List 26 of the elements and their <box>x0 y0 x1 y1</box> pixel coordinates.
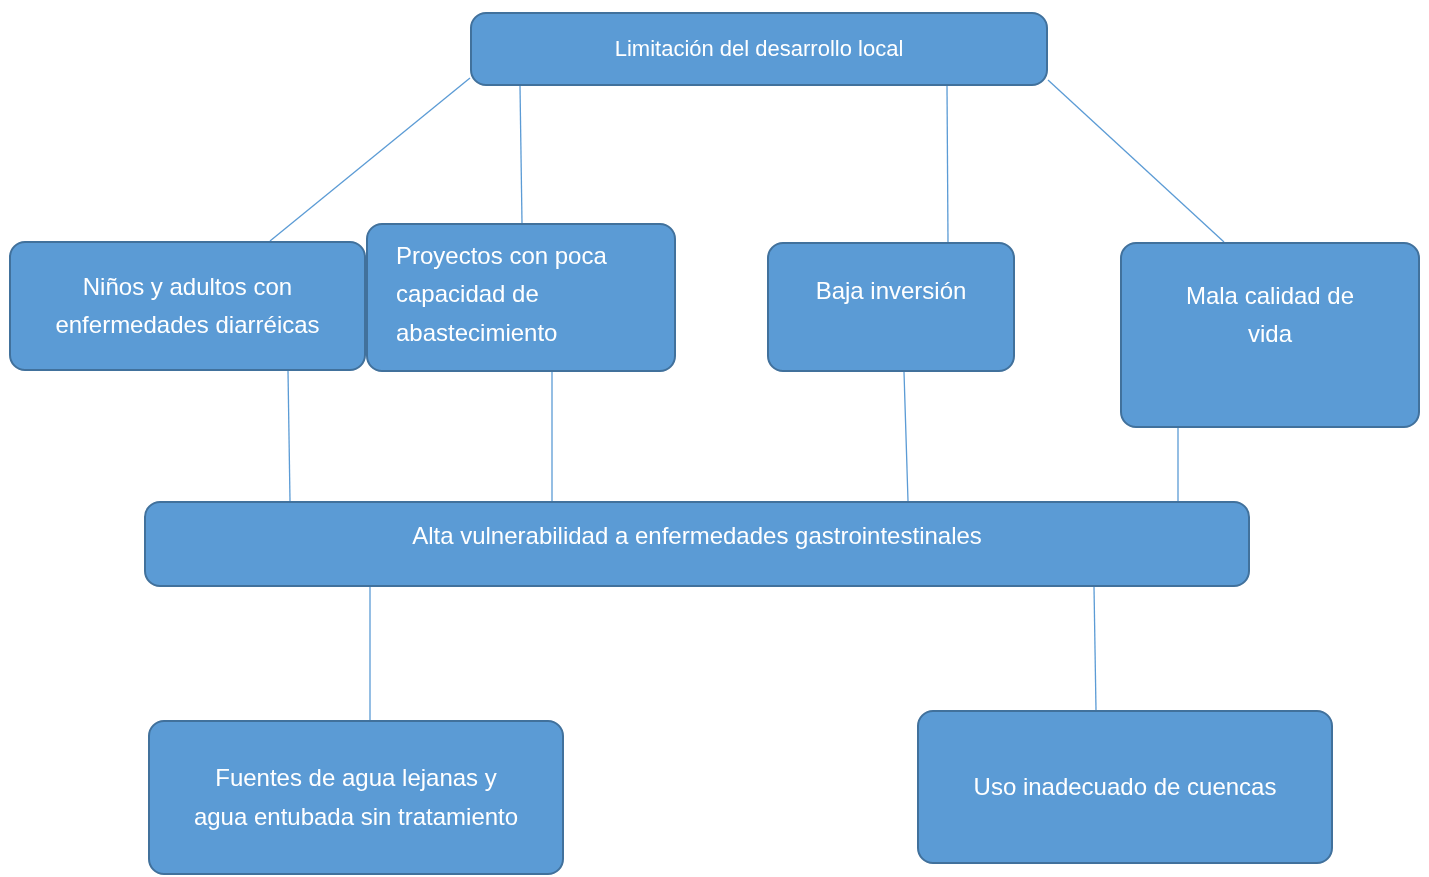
box-text: Niños y adultos con enfermedades diarréicas <box>54 271 321 340</box>
process-box <box>1120 242 1420 428</box>
process-box <box>917 710 1333 864</box>
process-box <box>470 12 1048 86</box>
process-box <box>9 241 366 371</box>
box-text: Proyectos con poca capacidad de abastecimiento <box>396 241 608 348</box>
connector-line <box>1177 427 1179 502</box>
connector-line <box>369 586 371 721</box>
connector-line <box>519 85 523 224</box>
process-box <box>366 223 676 372</box>
connector-line <box>946 85 949 243</box>
connector-line <box>903 371 909 502</box>
box-text: Limitación del desarrollo local <box>613 35 905 64</box>
connector-line <box>269 77 471 242</box>
box-text: Alta vulnerabilidad a enfermedades gastrointestinales <box>411 520 983 551</box>
box-text: Mala calidad de vida <box>1184 280 1356 349</box>
process-box <box>148 720 564 875</box>
connector-line <box>287 370 291 502</box>
process-box <box>144 501 1250 587</box>
connector-line <box>551 371 553 502</box>
connector-line <box>1047 79 1225 243</box>
box-text: Uso inadecuado de cuencas <box>972 771 1278 802</box>
box-text: Baja inversión <box>814 275 968 306</box>
box-text: Fuentes de agua lejanas y agua entubada sin tratamiento <box>192 763 520 832</box>
process-box <box>767 242 1015 372</box>
connector-line <box>1093 586 1097 711</box>
